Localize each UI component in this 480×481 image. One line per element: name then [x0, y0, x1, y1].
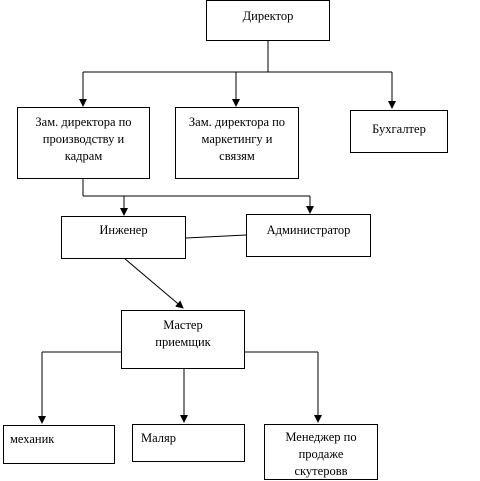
node-deputy-marketing: Зам. директора по маркетингу и связям [175, 107, 299, 179]
node-mechanic-label: механик [10, 432, 55, 446]
node-deputy-production: Зам. директора по производству и кадрам [17, 107, 150, 179]
node-engineer-label: Инженер [99, 223, 148, 237]
node-director: Директор [206, 0, 330, 41]
node-master-label: Мастер приемщик [155, 318, 211, 349]
node-director-label: Директор [242, 9, 294, 23]
node-engineer: Инженер [61, 216, 186, 259]
node-master: Мастер приемщик [121, 310, 245, 369]
node-accountant: Бухгалтер [350, 110, 448, 153]
node-deputy-marketing-label: Зам. директора по маркетингу и связям [188, 115, 286, 163]
node-scooter-manager: Менеджер по продаже скутеровв [264, 424, 378, 480]
connector-engineer-administrator [185, 234, 247, 239]
node-painter-label: Маляр [141, 431, 177, 445]
node-scooter-manager-label: Менеджер по продаже скутеровв [285, 430, 357, 478]
arrow-to-master [123, 257, 184, 309]
node-painter: Маляр [132, 424, 245, 462]
node-mechanic: механик [3, 425, 115, 464]
node-deputy-production-label: Зам. директора по производству и кадрам [35, 115, 132, 163]
node-administrator-label: Администратор [266, 223, 351, 237]
node-administrator: Администратор [246, 214, 371, 257]
node-accountant-label: Бухгалтер [372, 122, 426, 136]
